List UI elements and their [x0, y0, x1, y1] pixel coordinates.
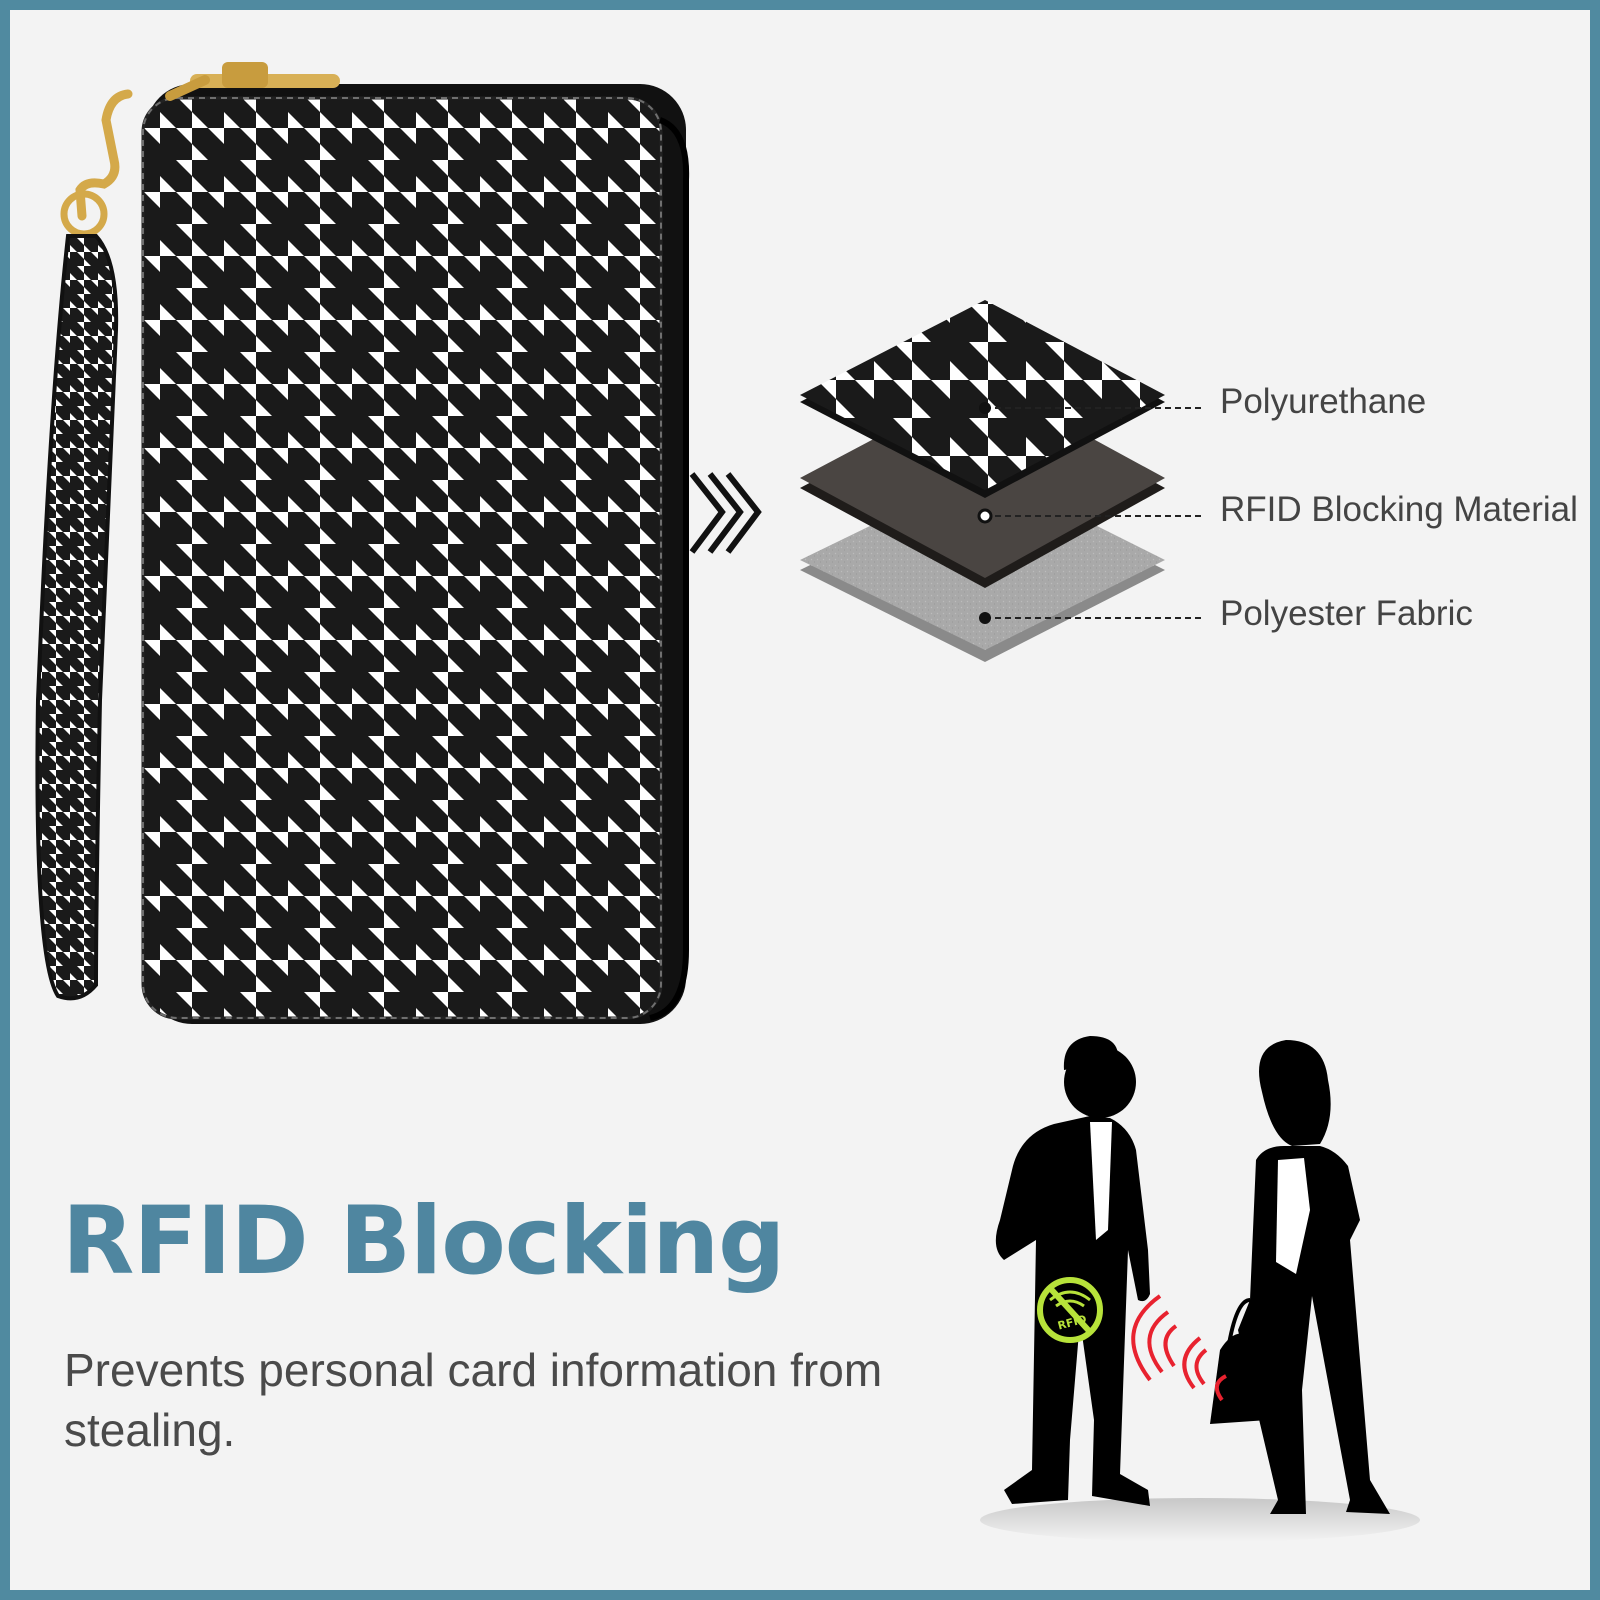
wristlet-strap	[35, 89, 133, 1001]
layer-leader-lines	[985, 407, 1205, 619]
zipper-pull	[165, 62, 340, 101]
leader-dot-rfid	[977, 508, 993, 524]
leader-dot-polyester	[979, 612, 991, 624]
no-rfid-icon: RFID	[1037, 1277, 1103, 1343]
ground-shadow	[980, 1498, 1420, 1542]
subline: Prevents personal card information from …	[64, 1344, 883, 1456]
triple-chevron-right-icon	[689, 472, 762, 554]
rfid-signal-icon	[1131, 1294, 1227, 1402]
label-polyester-fabric: Polyester Fabric	[1220, 594, 1473, 633]
leader-dot-polyurethane	[979, 402, 991, 414]
woman-silhouette	[1210, 1040, 1390, 1514]
houndstooth-wallet	[141, 84, 690, 1024]
headline: RFID Blocking	[62, 1187, 785, 1296]
label-polyurethane: Polyurethane	[1220, 382, 1427, 421]
man-silhouette	[995, 1036, 1150, 1506]
label-rfid-blocking-material: RFID Blocking Material	[1220, 490, 1578, 529]
